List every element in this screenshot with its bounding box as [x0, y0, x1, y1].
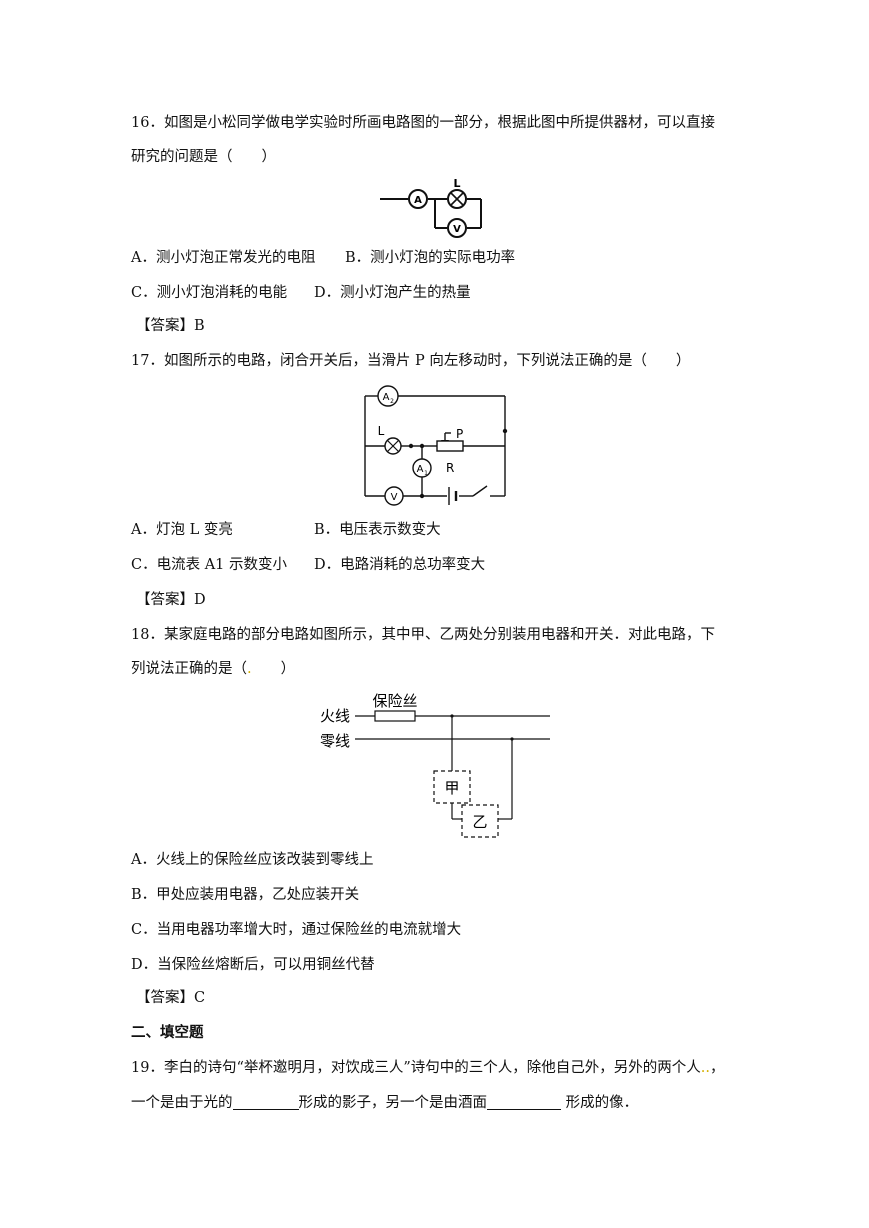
- q18-option-a: A．火线上的保险丝应该改装到零线上: [131, 852, 374, 868]
- section-heading: 二、填空题: [131, 1024, 204, 1041]
- q19-line1: 19．李白的诗句“举杯邀明月，对饮成三人”诗句中的三个人，除他自己外，另外的两个…: [131, 1058, 725, 1078]
- q16-lamp-label: L: [453, 177, 460, 190]
- q18-neutral-wire-label: 零线: [320, 732, 350, 750]
- q18-box-yi: 乙: [461, 804, 499, 838]
- q18-stem-dot: .: [247, 661, 252, 677]
- q16-option-a: A．测小灯泡正常发光的电阻: [131, 250, 316, 266]
- q19-line2-text-a: 一个是由于光的: [131, 1095, 233, 1111]
- q18-fuse-label: 保险丝: [372, 692, 417, 710]
- q19-dots: ..: [700, 1060, 710, 1076]
- q18-jia-label: 甲: [444, 779, 459, 797]
- q17-option-a: A．灯泡 L 变亮: [131, 522, 233, 538]
- q19-line2-text-b: 形成的影子，另一个是由酒面: [298, 1095, 488, 1111]
- q17-voltmeter-label: V: [391, 492, 398, 503]
- q17-a1-subscript: 1: [424, 470, 428, 477]
- q18-fuse: 保险丝: [372, 692, 418, 722]
- q18-answer: 【答案】C: [136, 990, 206, 1006]
- q18-option-b: B．甲处应装用电器，乙处应装开关: [131, 887, 360, 903]
- q17-voltmeter: V: [384, 486, 404, 506]
- q16-ammeter: A: [408, 189, 428, 209]
- q16-voltmeter-label: V: [453, 224, 461, 235]
- q17-answer: 【答案】D: [136, 592, 206, 608]
- q17-slider-label: P: [456, 427, 463, 441]
- q18-option-c: C．当用电器功率增大时，通过保险丝的电流就增大: [131, 922, 462, 938]
- q17-stem: 17．如图所示的电路，闭合开关后，当滑片 P 向左移动时，下列说法正确的是（ ）: [131, 353, 691, 369]
- q17-option-d: D．电路消耗的总功率变大: [314, 557, 486, 573]
- q18-box-jia: 甲: [433, 770, 471, 804]
- q16-stem-line1: 16．如图是小松同学做电学实验时所画电路图的一部分，根据此图中所提供器材，可以直…: [131, 115, 715, 131]
- q19-line1-end: ，: [710, 1060, 725, 1076]
- q16-stem-line2: 研究的问题是（ ）: [131, 149, 276, 165]
- q16-option-b: B．测小灯泡的实际电功率: [345, 250, 516, 266]
- q18-stem-line2-end: ）: [251, 661, 296, 677]
- q18-stem-line2-text: 列说法正确的是（: [131, 661, 247, 677]
- q17-a2-label: A: [383, 392, 390, 403]
- q17-ammeter-a2: A 2: [377, 385, 399, 407]
- q18-yi-label: 乙: [472, 813, 487, 831]
- q16-circuit-diagram: A L V: [380, 177, 482, 238]
- q16-voltmeter: V: [447, 218, 467, 238]
- q17-a1-label: A: [417, 464, 424, 475]
- q19-line2: 一个是由于光的 形成的影子，另一个是由酒面 形成的像．: [131, 1093, 638, 1113]
- q17-option-b: B．电压表示数变大: [314, 522, 441, 538]
- q17-resistor-label: R: [446, 461, 454, 475]
- q19-line2-text-c: 形成的像．: [561, 1095, 639, 1111]
- q19-blank-2[interactable]: [487, 1093, 561, 1110]
- q18-live-wire-label: 火线: [320, 707, 350, 725]
- q17-a2-subscript: 2: [390, 398, 394, 405]
- q16-ammeter-label: A: [414, 195, 422, 206]
- q17-lamp: L: [378, 424, 402, 455]
- q18-circuit-diagram: 保险丝 火线 零线 甲 乙: [320, 692, 550, 838]
- q19-line1-text: 19．李白的诗句“举杯邀明月，对饮成三人”诗句中的三个人，除他自己外，另外的两个…: [131, 1060, 701, 1076]
- q18-stem-line1: 18．某家庭电路的部分电路如图所示，其中甲、乙两处分别装用电器和开关．对此电路，…: [131, 627, 715, 643]
- q18-option-d: D．当保险丝熔断后，可以用铜丝代替: [131, 957, 375, 973]
- q19-blank-1[interactable]: [232, 1093, 299, 1110]
- q16-answer: 【答案】B: [136, 318, 205, 334]
- q17-ammeter-a1: A 1: [412, 458, 432, 478]
- q17-option-c: C．电流表 A1 示数变小: [131, 557, 288, 573]
- q18-stem-line2: 列说法正确的是（. ）: [131, 659, 295, 679]
- q16-lamp: L: [447, 177, 467, 209]
- q17-circuit-diagram: A 2 L P R A 1 V: [364, 385, 508, 506]
- q16-option-d: D．测小灯泡产生的热量: [314, 285, 471, 301]
- q17-rheostat: P R: [436, 427, 464, 475]
- q16-option-c: C．测小灯泡消耗的电能: [131, 285, 288, 301]
- q17-lamp-label: L: [378, 424, 385, 438]
